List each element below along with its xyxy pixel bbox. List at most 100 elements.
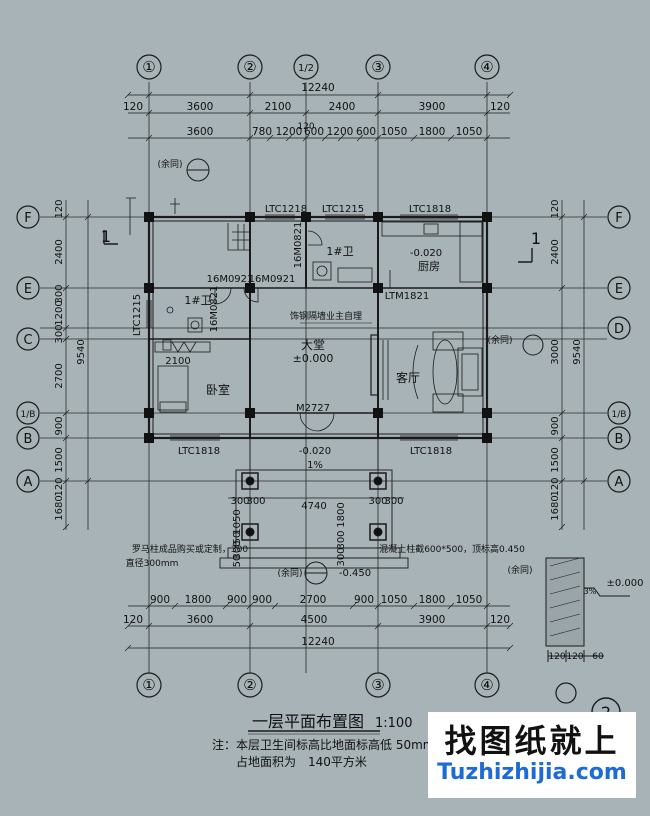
dim-porch-9: 50 bbox=[232, 532, 243, 545]
drawing-title: 一层平面布置图 bbox=[252, 712, 364, 731]
label-detail-pct: 3% bbox=[584, 587, 597, 596]
label-16m0821-b: 16M0821 bbox=[209, 286, 220, 333]
label-2100: 2100 bbox=[165, 356, 190, 367]
dim-bot-r1-4: 2700 bbox=[300, 594, 327, 606]
dim-top-r2-2: 1200 bbox=[276, 126, 303, 138]
label-hall: 大堂 bbox=[301, 338, 325, 352]
axis-row-B: B bbox=[24, 432, 33, 447]
drawing-scale: 1:100 bbox=[375, 716, 412, 731]
label-porch-slope: 1% bbox=[307, 460, 323, 471]
axis-label-group: ① ② 1/2 ③ ④ ① ② ③ ④ bbox=[142, 58, 493, 694]
dim-top-r1-3: 2400 bbox=[329, 101, 356, 113]
dim-bot-total: 12240 bbox=[301, 636, 334, 648]
axis-row-B-right: B bbox=[615, 432, 624, 447]
axis-row-F: F bbox=[24, 211, 31, 226]
dim-top-total: 12240 bbox=[301, 82, 334, 94]
dim-bot-r2-0: 120 bbox=[123, 614, 143, 626]
dim-bot-r1-7: 1800 bbox=[419, 594, 446, 606]
axis-col-2-bottom: ② bbox=[243, 676, 256, 694]
dim-top-r2-8: 1050 bbox=[456, 126, 483, 138]
label-concrete-note: 混凝土柱截600*500，顶标高0.450 bbox=[379, 543, 525, 555]
label-partition: 饰钢隔墙业主自理 bbox=[290, 310, 362, 322]
dim-bot-r1-1: 1800 bbox=[185, 594, 212, 606]
label-detail-dim-1: 120 bbox=[566, 652, 583, 662]
dim-right-5: 120 bbox=[550, 477, 561, 496]
note-line-2: 占地面积为 140平方米 bbox=[236, 754, 367, 769]
dim-right-total: 9540 bbox=[572, 339, 583, 364]
label-column-dia: 直径300mm bbox=[126, 557, 179, 569]
dim-porch-10: 300 bbox=[232, 540, 243, 559]
dim-left-total: 9540 bbox=[76, 339, 87, 364]
dim-top-r2-0: 3600 bbox=[187, 126, 214, 138]
note-line-1: 注：本层卫生间标高比地面标高低 50mm bbox=[212, 737, 434, 752]
porch-dimensions: 300 300 4740 300 300 1800 300 300 1050 5… bbox=[230, 496, 403, 567]
dim-bot-r2-2: 4500 bbox=[301, 614, 328, 626]
label-kitchen: 厨房 bbox=[418, 260, 440, 273]
dim-bot-r1-2: 900 bbox=[227, 594, 247, 606]
dim-bot-r1-3: 900 bbox=[252, 594, 272, 606]
doors bbox=[162, 230, 391, 432]
title-block: 一层平面布置图 1:100 注：本层卫生间标高比地面标高低 50mm 占地面积为… bbox=[212, 712, 434, 769]
axis-row-D-right: D bbox=[614, 322, 624, 337]
label-detail-dim-0: 120 bbox=[548, 652, 565, 662]
porch-steps bbox=[219, 438, 409, 569]
dim-left-7: 1500 bbox=[54, 447, 65, 472]
axis-col-2: ② bbox=[243, 58, 256, 76]
dim-top-r1-1: 3600 bbox=[187, 101, 214, 113]
dim-bot-r1-5: 900 bbox=[354, 594, 374, 606]
label-ltc1215-left: LTC1215 bbox=[132, 294, 143, 336]
hall-partition bbox=[300, 322, 379, 396]
axis-row-A-right: A bbox=[615, 475, 624, 490]
windows bbox=[146, 214, 458, 441]
label-bath-a: 1#卫 bbox=[326, 245, 353, 258]
label-section-right: 1 bbox=[531, 229, 541, 248]
axis-col-3-bottom: ③ bbox=[371, 676, 384, 694]
axis-row-F-right: F bbox=[615, 211, 622, 226]
axis-bubbles bbox=[16, 54, 631, 698]
axis-col-1-2: 1/2 bbox=[298, 63, 314, 74]
dim-porch-8: 1050 bbox=[232, 509, 243, 534]
bedroom-furniture bbox=[154, 341, 211, 413]
label-living: 客厅 bbox=[396, 370, 420, 385]
label-m2727: M2727 bbox=[296, 403, 330, 414]
label-detail-elev: ±0.000 bbox=[606, 578, 643, 589]
dim-top-r1-0: 120 bbox=[123, 101, 143, 113]
label-ref-mark-a: (余同) bbox=[157, 158, 182, 170]
dim-left-5: 2700 bbox=[54, 363, 65, 388]
right-dimensions: 120 2400 3000 900 1500 120 1680 9540 bbox=[550, 199, 583, 520]
dim-left-4: 300 bbox=[54, 324, 65, 343]
axis-grid-lines bbox=[40, 82, 607, 673]
watermark: 找图纸就上 Tuzhizhijia.com bbox=[428, 712, 636, 798]
dim-top-r2-1: 780 bbox=[252, 126, 272, 138]
dim-right-4: 1500 bbox=[550, 447, 561, 472]
label-hall-elev: ±0.000 bbox=[293, 352, 334, 365]
dim-porch-5: 1800 bbox=[336, 502, 347, 527]
dim-left-1: 2400 bbox=[54, 239, 65, 264]
label-ltc1818-br: LTC1818 bbox=[410, 446, 452, 457]
dim-top-120: 120 bbox=[297, 122, 314, 132]
top-dimensions: 12240 120 3600 2100 2400 3900 120 120 36… bbox=[123, 82, 510, 138]
dim-porch-0: 300 bbox=[230, 496, 249, 507]
axis-row-labels: F E C 1/B B A F E D 1/B B A bbox=[21, 211, 627, 490]
dim-bot-r1-6: 1050 bbox=[381, 594, 408, 606]
dim-porch-11: 50 bbox=[232, 555, 243, 568]
dim-top-r2-5: 600 bbox=[356, 126, 376, 138]
axis-col-1: ① bbox=[142, 58, 155, 76]
axis-col-3: ③ bbox=[371, 58, 384, 76]
label-column-note: 罗马柱成品购买或定制，300 bbox=[132, 543, 248, 555]
dim-right-6: 1680 bbox=[550, 495, 561, 520]
dim-right-2: 3000 bbox=[550, 339, 561, 364]
label-section-left: 1 bbox=[101, 227, 111, 246]
label-step-elev: -0.450 bbox=[339, 568, 371, 579]
dim-bot-r2-1: 3600 bbox=[187, 614, 214, 626]
axis-row-1-B: 1/B bbox=[21, 410, 36, 420]
label-kitchen-elev: -0.020 bbox=[410, 248, 442, 259]
label-ref-mark-b: (余同) bbox=[487, 334, 512, 346]
dim-porch-1: 300 bbox=[246, 496, 265, 507]
dim-right-3: 900 bbox=[550, 416, 561, 435]
dim-porch-7: 300 bbox=[336, 547, 347, 566]
label-ltc1818-top: LTC1818 bbox=[409, 204, 451, 215]
exterior-walls bbox=[147, 215, 489, 440]
label-16m0921-a: 16M0921 bbox=[207, 274, 254, 285]
